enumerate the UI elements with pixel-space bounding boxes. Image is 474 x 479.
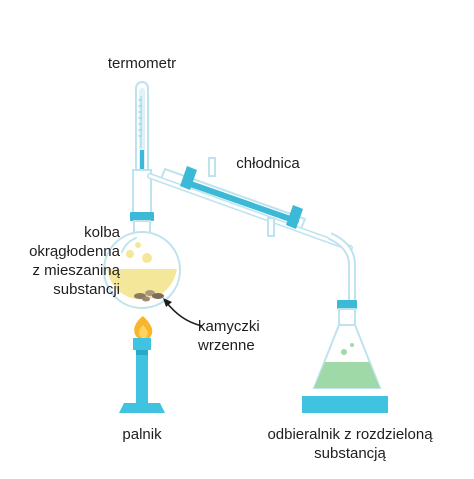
boiling-chips-label-line-1: kamyczki [198,318,260,335]
round-bottom-flask-icon [103,231,181,309]
burner-icon [119,338,165,413]
flask-label: kolba okrągłodenna z mieszaniną substanc… [8,223,120,299]
condenser-icon [147,157,356,300]
boiling-chips-label-line-2: wrzenne [198,337,255,354]
receiver-label-line-1: odbieralnik z rozdzieloną [267,426,433,443]
receiver-label-line-2: substancją [314,445,386,462]
erlenmeyer-flask-icon [302,300,388,413]
flask-label-line-3: z mieszaniną [32,262,120,279]
flask-label-line-2: okrągłodenna [29,243,120,260]
boiling-chips-label: kamyczki wrzenne [198,317,278,355]
burner-label: palnik [122,426,162,443]
boiling-chips-icon [134,290,164,302]
still-head-icon [130,169,154,236]
pointer-arrow-icon [163,298,203,327]
receiver-label: odbieralnik z rozdzieloną substancją [250,425,450,463]
flame-icon [134,316,153,340]
condenser-label: chłodnica [236,155,300,172]
flask-label-line-1: kolba [84,224,120,241]
flask-label-line-4: substancji [53,281,120,298]
thermometer-label: termometr [107,55,177,72]
